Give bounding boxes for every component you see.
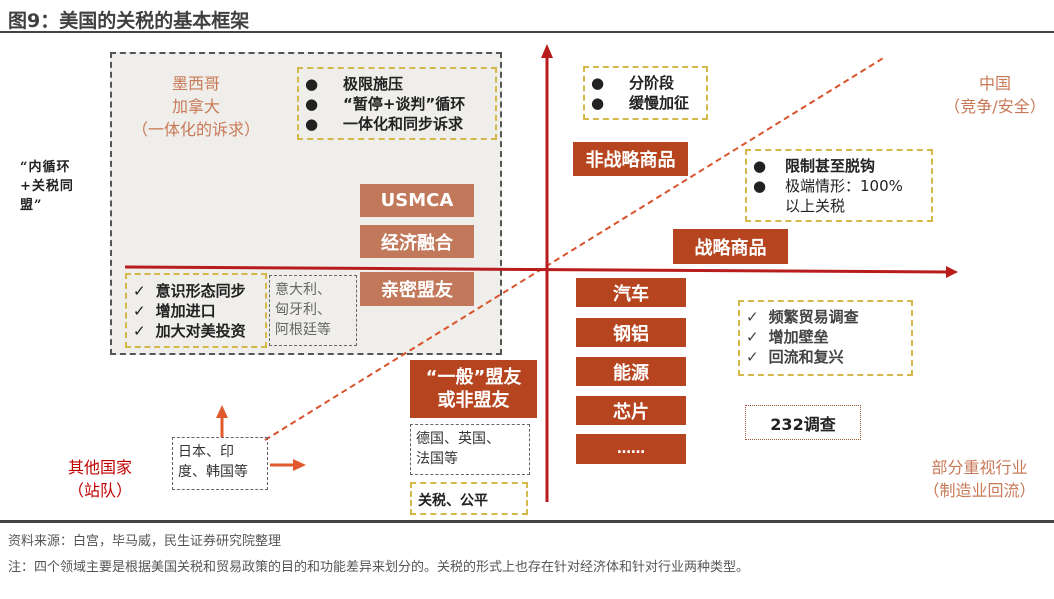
alignment-checklist: ✓意识形态同步 ✓增加进口 ✓加大对美投资 [125,273,267,348]
section-232-box: 232调查 [745,405,861,440]
footer-rule [0,520,1054,523]
diagonal-dashed-line [264,56,886,441]
inner-circulation-label: “内循环+关税同盟” [20,160,74,213]
general-allies-tag: “一般”盟友或非盟友 [410,360,537,418]
arrow-right-icon [293,459,306,471]
mexico-canada-label: 墨西哥 加拿大 （一体化的诉求） [131,74,260,139]
strategic-goods-tag: 战略商品 [673,229,788,264]
non-strategic-goods-tag: 非战略商品 [573,142,688,176]
title-rule [0,31,1054,33]
key-industries-label: 部分重视行业 （制造业回流） [923,458,1036,500]
china-label: 中国 （竞争/安全） [944,74,1046,116]
decoupling-bullets-box: ●限制甚至脱钩 ●极端情形：100%以上关税 [745,149,933,222]
note-text: 注：四个领域主要是根据美国关税和贸易政策的目的和功能差异来划分的。关税的形式上也… [8,560,750,575]
horizontal-axis [124,265,949,274]
figure-title: 图9：美国的关税的基本框架 [8,10,250,32]
economic-integration-tag: 经济融合 [360,225,474,258]
general-allies-examples: 德国、英国、法国等 [410,424,530,475]
horizontal-axis-arrow-icon [946,266,958,278]
pressure-bullets-box: ●极限施压 ●“暂停+谈判”循环 ●一体化和同步诉求 [297,67,497,140]
tariff-fairness-box: 关税、公平 [410,482,528,515]
sector-autos: 汽车 [576,278,686,307]
sector-chips: 芯片 [576,396,686,425]
other-countries-examples: 日本、印度、韩国等 [172,437,268,490]
usmca-tag: USMCA [360,184,474,217]
vertical-axis-arrow-icon [541,44,553,58]
sector-steel-aluminum: 钢铝 [576,318,686,347]
phased-bullets-box: ●分阶段 ●缓慢加征 [583,66,708,120]
close-allies-tag: 亲密盟友 [360,272,474,306]
arrow-up-icon [216,405,228,418]
allies-examples-box: 意大利、匈牙利、阿根廷等 [269,275,357,346]
other-countries-label: 其他国家 （站队） [67,458,132,500]
sector-more: …… [576,434,686,464]
source-text: 资料来源：白宫，毕马威，民生证券研究院整理 [8,534,282,549]
sector-energy: 能源 [576,357,686,386]
sector-checklist: ✓频繁贸易调查 ✓增加壁垒 ✓回流和复兴 [738,300,913,376]
